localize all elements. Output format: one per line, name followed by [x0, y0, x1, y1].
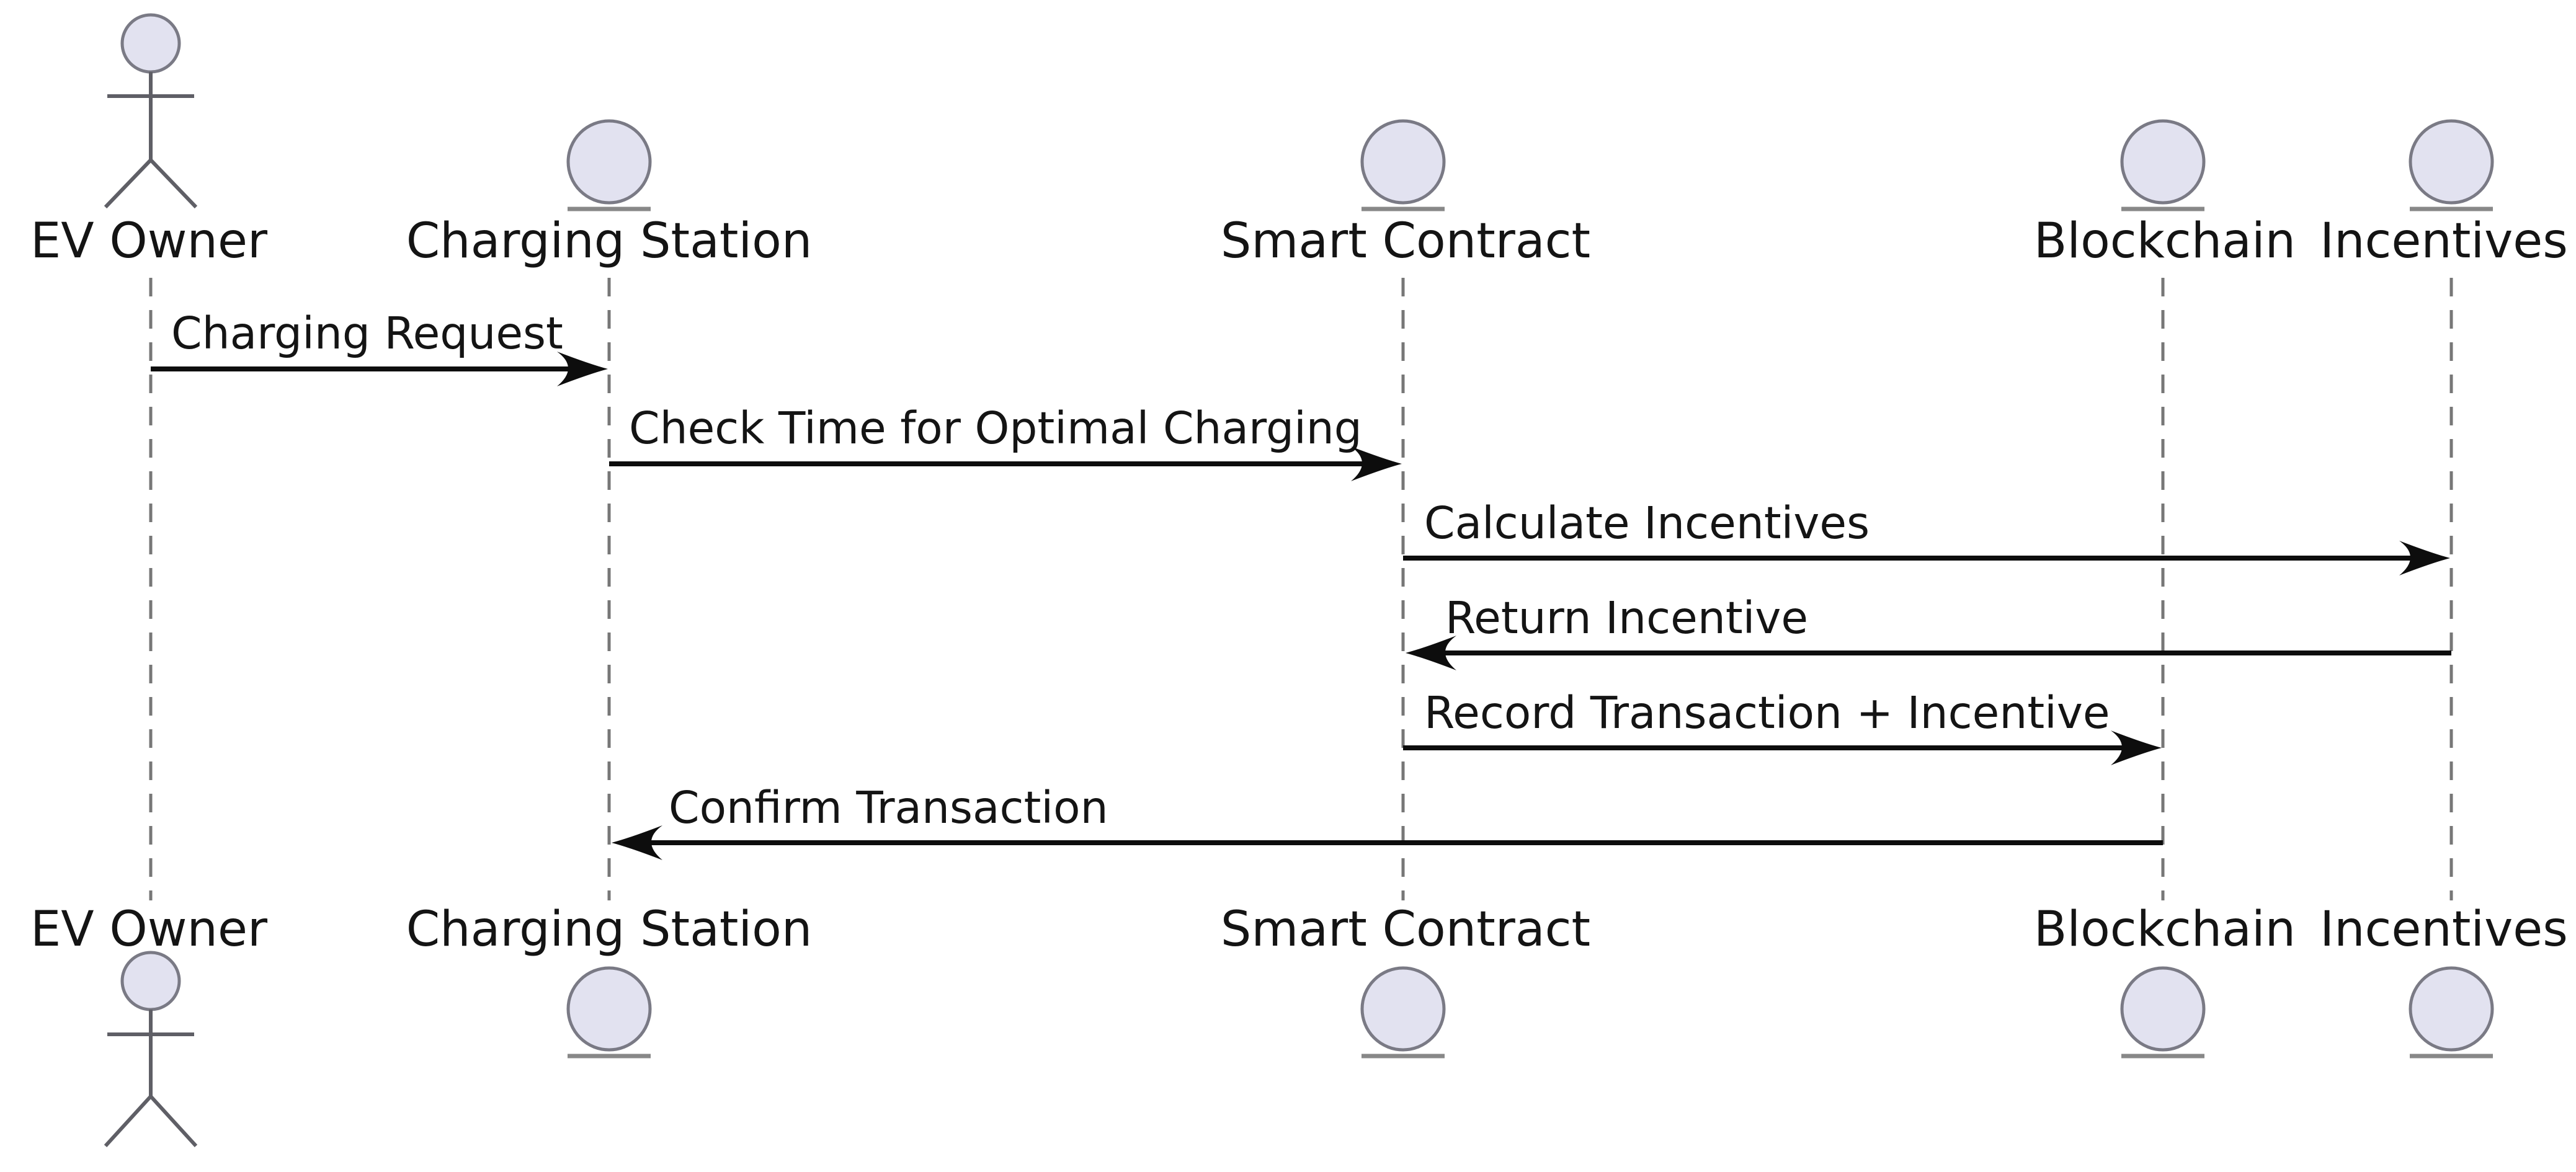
participant-label-ev-owner-bottom: EV Owner — [30, 902, 268, 957]
participant-label-smart-contract-top: Smart Contract — [1221, 213, 1590, 269]
message-1-charging-request: Charging Request — [151, 308, 608, 386]
message-label: Record Transaction + Incentive — [1424, 687, 2110, 739]
actor-leg-right — [149, 1094, 198, 1148]
entity-circle — [2409, 966, 2494, 1052]
entity-icon — [1360, 119, 1446, 211]
entity-circle — [566, 119, 652, 205]
entity-icon — [566, 119, 652, 211]
message-3-calculate-incentives: Calculate Incentives — [1403, 497, 2450, 575]
participant-label-charging-station-top: Charging Station — [406, 213, 813, 269]
actor-leg-left — [104, 1094, 153, 1148]
entity-circle — [1360, 966, 1446, 1052]
entity-icon — [566, 966, 652, 1059]
entity-circle — [2120, 119, 2206, 205]
arrowhead-left-icon — [612, 825, 662, 860]
message-4-return-incentive: Return Incentive — [1406, 592, 2451, 670]
participant-label-incentives-bottom: Incentives — [2320, 902, 2568, 957]
message-label: Confirm Transaction — [669, 782, 1108, 833]
message-6-confirm-transaction: Confirm Transaction — [612, 782, 2163, 860]
lifelines — [149, 278, 2453, 900]
participant-incentives-bottom: Incentives — [2320, 902, 2568, 1059]
entity-circle — [566, 966, 652, 1052]
participant-charging-station-top: Charging Station — [406, 119, 813, 269]
actor-leg-right — [149, 158, 198, 209]
participant-label-blockchain-top: Blockchain — [2034, 213, 2296, 269]
actor-head — [120, 951, 181, 1011]
entity-icon — [2409, 966, 2494, 1059]
message-5-record-transaction: Record Transaction + Incentive — [1403, 687, 2162, 765]
participant-charging-station-bottom: Charging Station — [406, 902, 813, 1059]
participant-smart-contract-top: Smart Contract — [1221, 119, 1590, 269]
participant-ev-owner-bottom: EV Owner — [30, 902, 268, 1148]
actor-icon — [104, 13, 198, 209]
message-label: Charging Request — [171, 308, 563, 359]
message-label: Calculate Incentives — [1424, 497, 1870, 549]
participant-label-ev-owner-top: EV Owner — [30, 213, 268, 269]
participant-incentives-top: Incentives — [2320, 119, 2568, 269]
entity-circle — [1360, 119, 1446, 205]
participant-blockchain-bottom: Blockchain — [2034, 902, 2296, 1059]
arrowhead-right-icon — [557, 352, 608, 386]
entity-circle — [2409, 119, 2494, 205]
participant-smart-contract-bottom: Smart Contract — [1221, 902, 1590, 1059]
entity-icon — [2120, 966, 2206, 1059]
actor-leg-left — [104, 158, 153, 209]
actor-icon — [104, 951, 198, 1148]
participant-blockchain-top: Blockchain — [2034, 119, 2296, 269]
entity-icon — [2409, 119, 2494, 211]
actor-head — [120, 13, 181, 74]
arrowhead-right-icon — [2399, 541, 2450, 575]
participant-ev-owner-top: EV Owner — [30, 13, 268, 269]
participant-label-blockchain-bottom: Blockchain — [2034, 902, 2296, 957]
participant-label-charging-station-bottom: Charging Station — [406, 902, 813, 957]
participant-label-incentives-top: Incentives — [2320, 213, 2568, 269]
entity-icon — [1360, 966, 1446, 1059]
message-2-check-time: Check Time for Optimal Charging — [609, 402, 1402, 481]
message-label: Return Incentive — [1445, 592, 1808, 644]
entity-circle — [2120, 966, 2206, 1052]
participant-label-smart-contract-bottom: Smart Contract — [1221, 902, 1590, 957]
arrowhead-right-icon — [1351, 446, 1402, 481]
arrowhead-left-icon — [1406, 636, 1456, 670]
arrowhead-right-icon — [2111, 730, 2162, 765]
entity-icon — [2120, 119, 2206, 211]
message-label: Check Time for Optimal Charging — [629, 402, 1362, 454]
